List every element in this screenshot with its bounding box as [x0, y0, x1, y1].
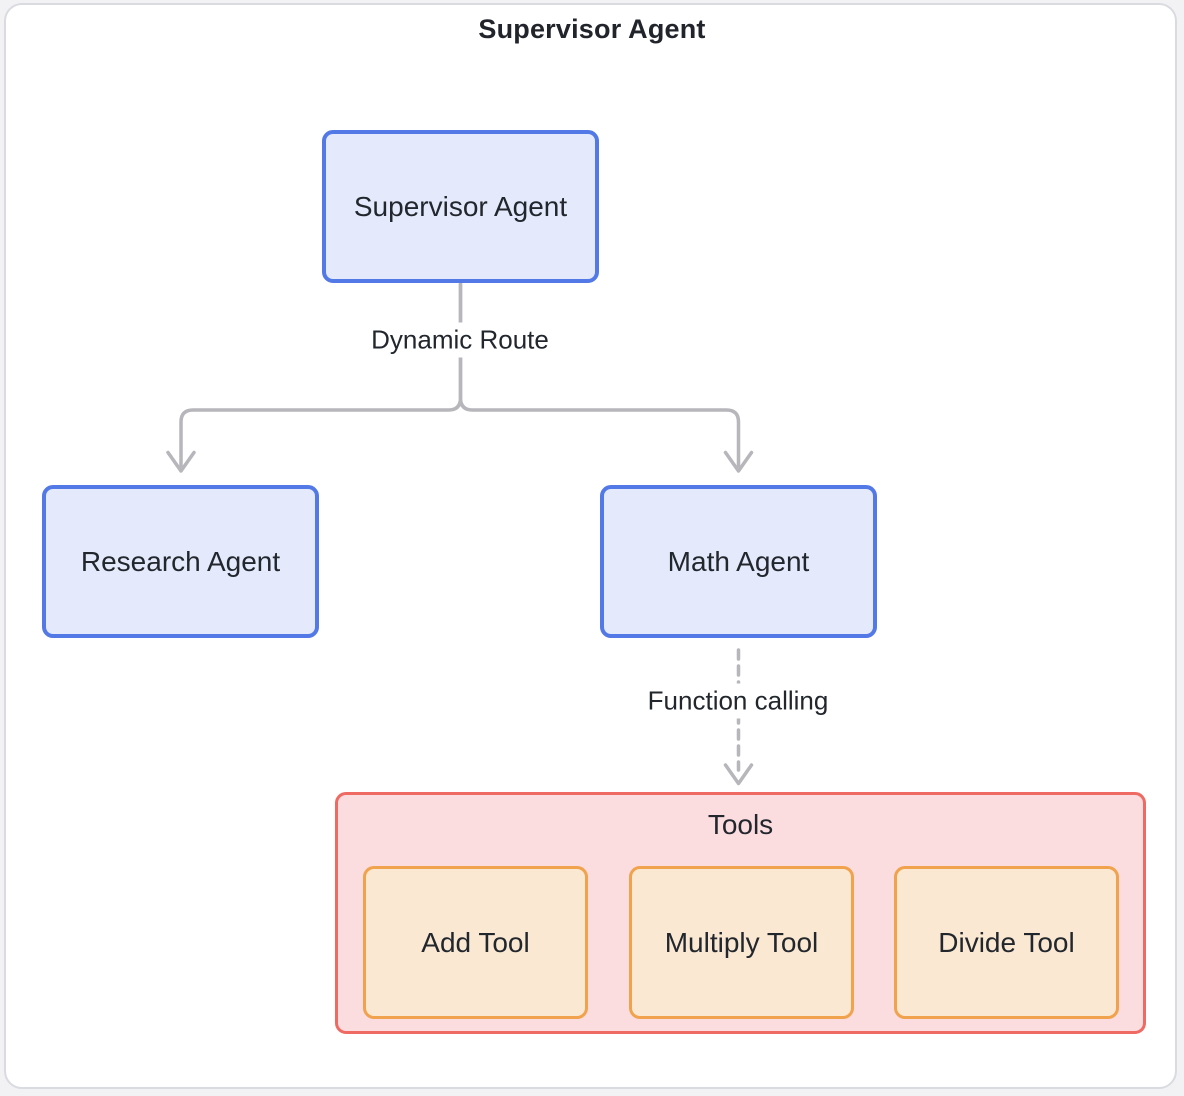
- tools-group-label: Tools: [707, 809, 774, 840]
- node-research-agent-label: Research Agent: [80, 545, 281, 577]
- diagram-title: Supervisor Agent: [478, 14, 706, 44]
- node-research-agent: Research Agent: [42, 485, 319, 638]
- node-multiply-tool-label: Multiply Tool: [664, 926, 819, 958]
- node-supervisor-agent-label: Supervisor Agent: [353, 190, 568, 222]
- node-divide-tool: Divide Tool: [894, 866, 1119, 1019]
- node-add-tool: Add Tool: [363, 866, 588, 1019]
- tools-group: Tools Add Tool Multiply Tool Divide Tool: [335, 792, 1146, 1034]
- node-divide-tool-label: Divide Tool: [938, 926, 1075, 958]
- node-multiply-tool: Multiply Tool: [629, 866, 854, 1019]
- node-add-tool-label: Add Tool: [421, 926, 530, 958]
- node-math-agent-label: Math Agent: [667, 545, 810, 577]
- node-math-agent: Math Agent: [600, 485, 877, 638]
- node-supervisor-agent: Supervisor Agent: [322, 130, 599, 283]
- edge-label-function-calling: Function calling: [637, 683, 839, 719]
- edge-label-dynamic-route: Dynamic Route: [361, 322, 559, 358]
